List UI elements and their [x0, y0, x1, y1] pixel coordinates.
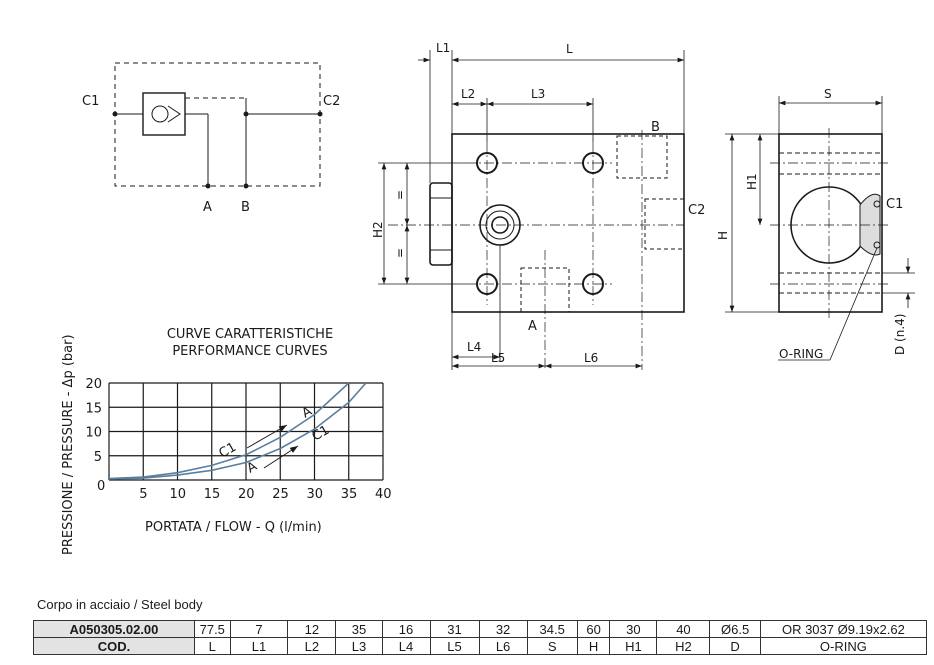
x-tick-label: 20	[238, 487, 255, 502]
table-cell: 35	[335, 620, 383, 638]
y-tick-label: 15	[85, 401, 102, 416]
y-tick-label: 20	[85, 377, 102, 392]
side-view	[725, 96, 915, 361]
table-cell: Ø6.5	[709, 620, 761, 638]
port-label-b: B	[241, 200, 250, 215]
table-cell: 31	[429, 620, 480, 638]
curve-label: C1	[310, 423, 333, 445]
x-tick-label: 25	[272, 487, 289, 502]
oring-label: O-RING	[779, 347, 823, 361]
y-tick-label: 10	[85, 426, 102, 441]
port-label-c1-view: C1	[886, 197, 903, 212]
chart-subtitle: PERFORMANCE CURVES	[172, 344, 328, 359]
dim-label-l6: L6	[584, 351, 598, 365]
equal-mark: =	[393, 248, 407, 258]
table-cell: COD.	[33, 637, 195, 655]
x-tick-label: 15	[204, 487, 221, 502]
chart-xlabel: PORTATA / FLOW - Q (l/min)	[145, 520, 322, 535]
dim-label-l3: L3	[531, 87, 545, 101]
flow-arrow	[263, 445, 299, 469]
table-caption: Corpo in acciaio / Steel body	[37, 597, 203, 612]
table-cell: H2	[656, 637, 711, 655]
port-label-c2: C2	[323, 94, 340, 109]
dim-label-l: L	[566, 42, 573, 56]
x-tick-label: 30	[307, 487, 324, 502]
curve-label: A	[300, 404, 315, 421]
table-cell: 40	[656, 620, 711, 638]
x-tick-label: 5	[139, 487, 147, 502]
port-label-b-view: B	[651, 120, 660, 135]
table-cell: 16	[381, 620, 431, 638]
x-tick-label: 10	[170, 487, 187, 502]
curve-label: A	[245, 459, 260, 476]
port-label-a-view: A	[528, 319, 537, 334]
table-cell: 60	[576, 620, 611, 638]
table-cell: L6	[478, 637, 528, 655]
table-cell: L3	[335, 637, 383, 655]
series-line-c1-to-a	[108, 382, 350, 480]
table-cell: L5	[429, 637, 480, 655]
dim-label-d: D (n.4)	[893, 314, 907, 355]
table-cell: L2	[287, 637, 337, 655]
port-label-c1: C1	[82, 94, 99, 109]
equal-mark: =	[393, 190, 407, 200]
table-cell: 77.5	[193, 620, 231, 638]
series-line-a-to-c1	[108, 382, 367, 480]
table-cell: 32	[478, 620, 528, 638]
dim-label-h2: H2	[371, 221, 385, 238]
table-cell: 30	[609, 620, 658, 638]
table-cell: 7	[229, 620, 289, 638]
hydraulic-schematic	[112, 62, 323, 189]
table-cell: 34.5	[526, 620, 578, 638]
table-cell: L4	[381, 637, 431, 655]
chart-title: CURVE CARATTERISTICHE	[166, 327, 334, 342]
front-view	[378, 50, 685, 370]
dim-label-l2: L2	[461, 87, 475, 101]
flow-arrow	[246, 424, 288, 449]
dim-label-l4: L4	[467, 340, 481, 354]
x-tick-label: 0	[97, 479, 105, 494]
port-label-c2-view: C2	[688, 203, 705, 218]
x-tick-label: 40	[375, 487, 392, 502]
chart-ylabel: PRESSIONE / PRESSURE - Δp (bar)	[61, 334, 76, 555]
dim-label-h: H	[716, 231, 730, 240]
dim-label-l1: L1	[436, 41, 450, 55]
dim-label-l5: L5	[491, 351, 505, 365]
table-cell: D	[709, 637, 761, 655]
table-cell: S	[526, 637, 578, 655]
table-cell: H1	[609, 637, 658, 655]
dim-label-h1: H1	[745, 173, 759, 190]
x-tick-label: 35	[341, 487, 358, 502]
table-cell: O-RING	[759, 637, 928, 655]
table-cell: L1	[229, 637, 289, 655]
table-cell: OR 3037 Ø9.19x2.62	[759, 620, 928, 638]
table-cell: A050305.02.00	[33, 620, 195, 638]
y-tick-label: 5	[94, 450, 102, 465]
port-label-a: A	[203, 200, 212, 215]
table-cell: H	[576, 637, 611, 655]
table-cell: 12	[287, 620, 337, 638]
table-cell: L	[193, 637, 231, 655]
dim-label-s: S	[824, 87, 832, 101]
